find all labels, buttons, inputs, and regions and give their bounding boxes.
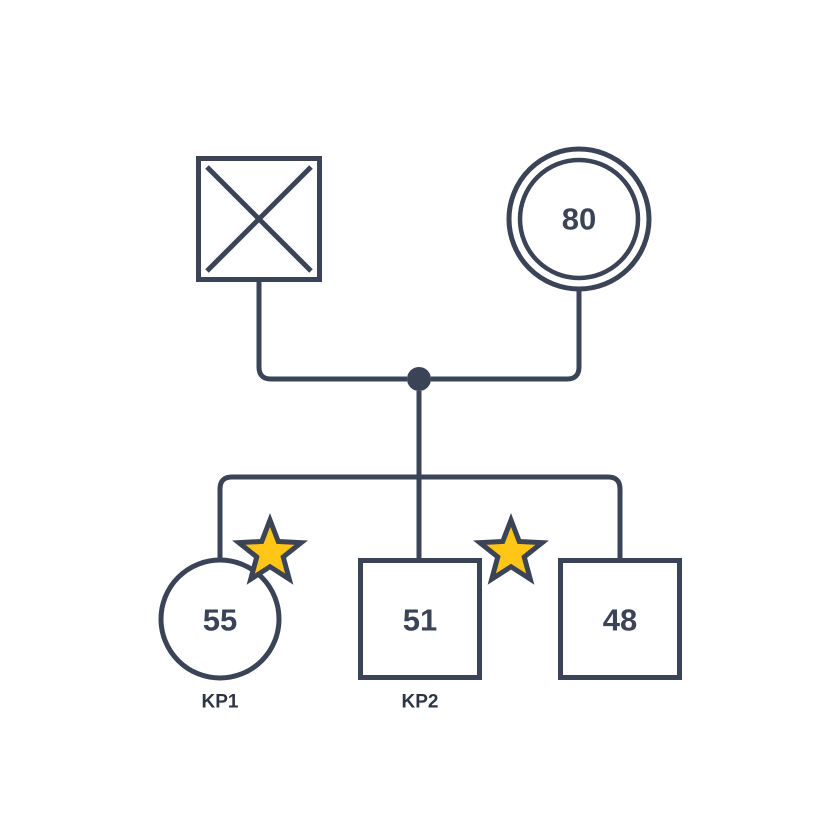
female-circle-shape[interactable] bbox=[158, 557, 282, 681]
person-child-3[interactable]: 48 bbox=[558, 558, 682, 680]
generation-2-group: 55 KP1 51 KP2 48 bbox=[158, 513, 682, 713]
person-kin-label: KP2 bbox=[402, 692, 439, 713]
union-node-dot[interactable] bbox=[407, 367, 431, 391]
star-icon[interactable] bbox=[473, 513, 549, 585]
person-mother[interactable]: 80 bbox=[506, 146, 652, 292]
star-icon[interactable] bbox=[232, 513, 308, 585]
person-child-2[interactable]: 51 KP2 bbox=[358, 513, 549, 713]
person-kin-label: KP1 bbox=[202, 692, 239, 713]
proband-outer-circle-shape[interactable] bbox=[506, 146, 652, 292]
proband-inner-circle-shape bbox=[517, 157, 641, 281]
male-square-shape[interactable] bbox=[358, 558, 482, 680]
male-square-shape[interactable] bbox=[558, 558, 682, 680]
connector-father-to-union bbox=[256, 281, 407, 382]
male-square-shape[interactable] bbox=[196, 156, 322, 282]
person-age-label: 48 bbox=[603, 603, 637, 638]
person-father[interactable] bbox=[196, 156, 322, 282]
deceased-cross-icon-stroke-2 bbox=[205, 165, 313, 273]
person-age-label: 55 bbox=[203, 603, 237, 638]
generation-1-group: 80 bbox=[196, 146, 652, 292]
connector-mother-to-union bbox=[431, 289, 582, 382]
connector-group bbox=[217, 281, 623, 560]
person-age-label: 51 bbox=[403, 603, 437, 638]
person-child-1[interactable]: 55 KP1 bbox=[158, 513, 308, 713]
person-age-label: 80 bbox=[562, 202, 596, 237]
